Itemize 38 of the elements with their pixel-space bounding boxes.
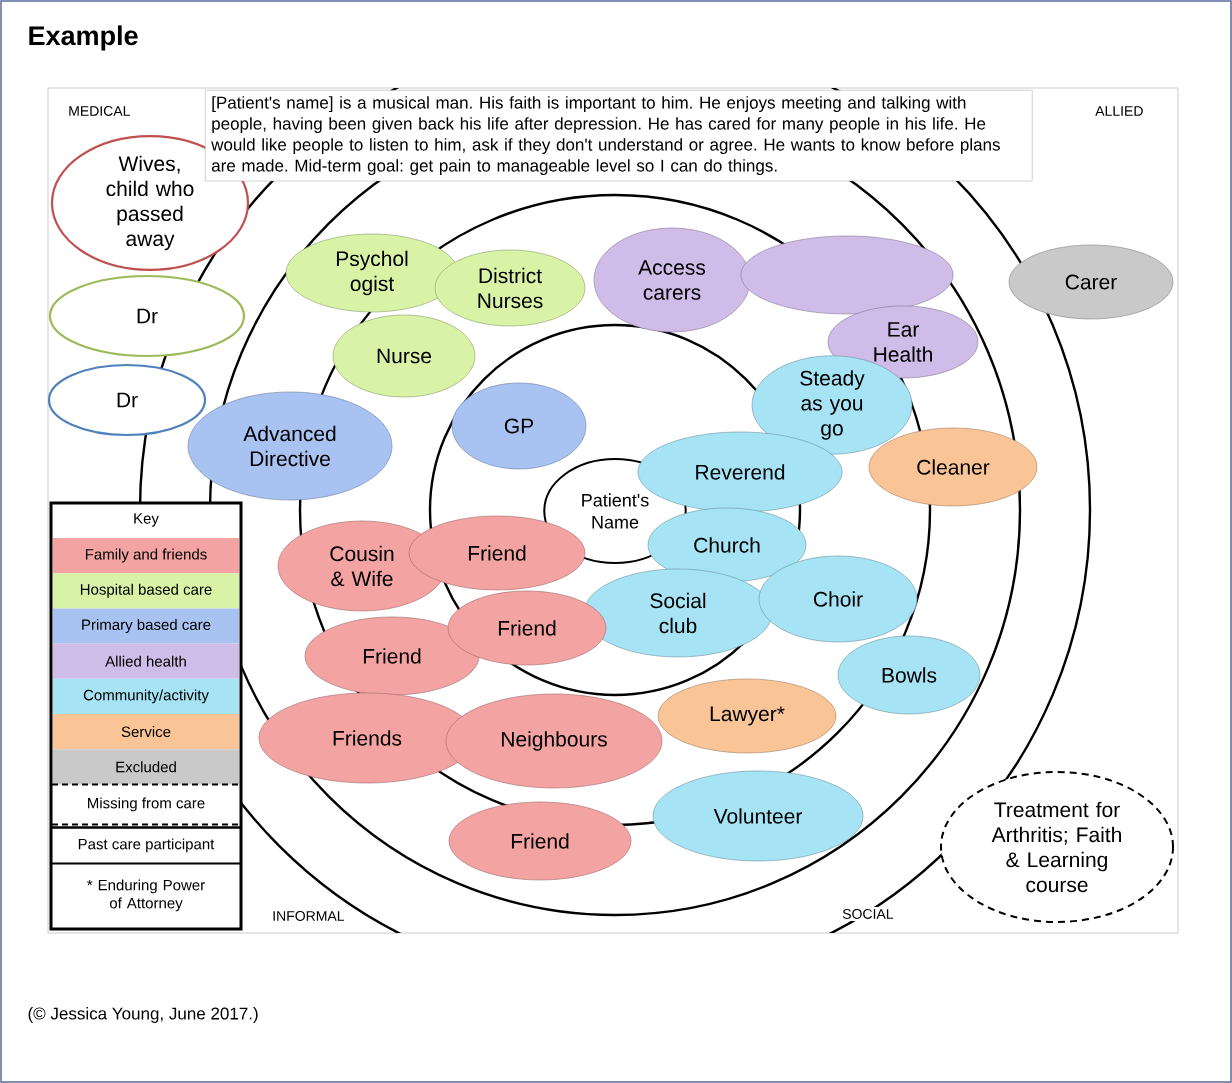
- ellipse-bubble: Friend: [408, 515, 586, 591]
- ellipse-bubble: Bowls: [837, 635, 981, 715]
- legend-label: Hospital based care: [80, 583, 212, 598]
- ellipse-bubble: Carer: [1008, 244, 1174, 320]
- ellipse-bubble: GP: [451, 382, 587, 470]
- ellipse-bubble: Social club: [583, 568, 773, 658]
- ellipse-bubble: Friend: [448, 801, 632, 881]
- legend-label: Allied health: [105, 655, 186, 667]
- legend-label: Excluded: [116, 761, 176, 773]
- ellipse-bubble: Cleaner: [868, 427, 1038, 507]
- ellipse-bubble: Lawyer*: [657, 678, 837, 754]
- ellipse-bubble: Access carers: [593, 227, 751, 333]
- legend-label: Primary based care: [82, 619, 211, 633]
- ellipse-bubble: Church: [647, 507, 807, 583]
- ellipse-bubble: Nurse: [332, 314, 476, 398]
- region-label: INFORMAL: [270, 909, 347, 923]
- legend-heading: Key: [134, 513, 159, 527]
- ellipse-bubble: Choir: [758, 555, 918, 643]
- legend-label: Community/activity: [83, 689, 209, 704]
- caption: (© Jessica Young, June 2017.): [28, 1007, 258, 1023]
- ellipse-bubble: Neighbours: [445, 693, 663, 789]
- title: Example: [29, 25, 138, 51]
- legend-label: Service: [121, 726, 171, 738]
- region-label: MEDICAL: [66, 104, 133, 118]
- legend-label: Missing from care: [88, 797, 205, 812]
- ellipse-bubble: District Nurses: [434, 249, 586, 327]
- region-label: SOCIAL: [840, 907, 896, 921]
- legend-label: Family and friends: [85, 548, 207, 563]
- ellipse-bubble: [740, 235, 954, 315]
- ellipse-bubble: Friend: [304, 616, 480, 696]
- ellipse-bubble: Advanced Directive: [187, 391, 393, 501]
- ellipse-bubble: Psychol ogist: [285, 233, 459, 313]
- region-label: ALLIED: [1093, 104, 1146, 118]
- ellipse-bubble: Friends: [258, 692, 476, 784]
- ellipse-bubble: Friend: [447, 590, 607, 666]
- legend-label: Past care participant: [78, 838, 215, 853]
- ellipse-bubble: Volunteer: [652, 770, 864, 862]
- legend-label: * Enduring Power of Attorney: [87, 879, 205, 912]
